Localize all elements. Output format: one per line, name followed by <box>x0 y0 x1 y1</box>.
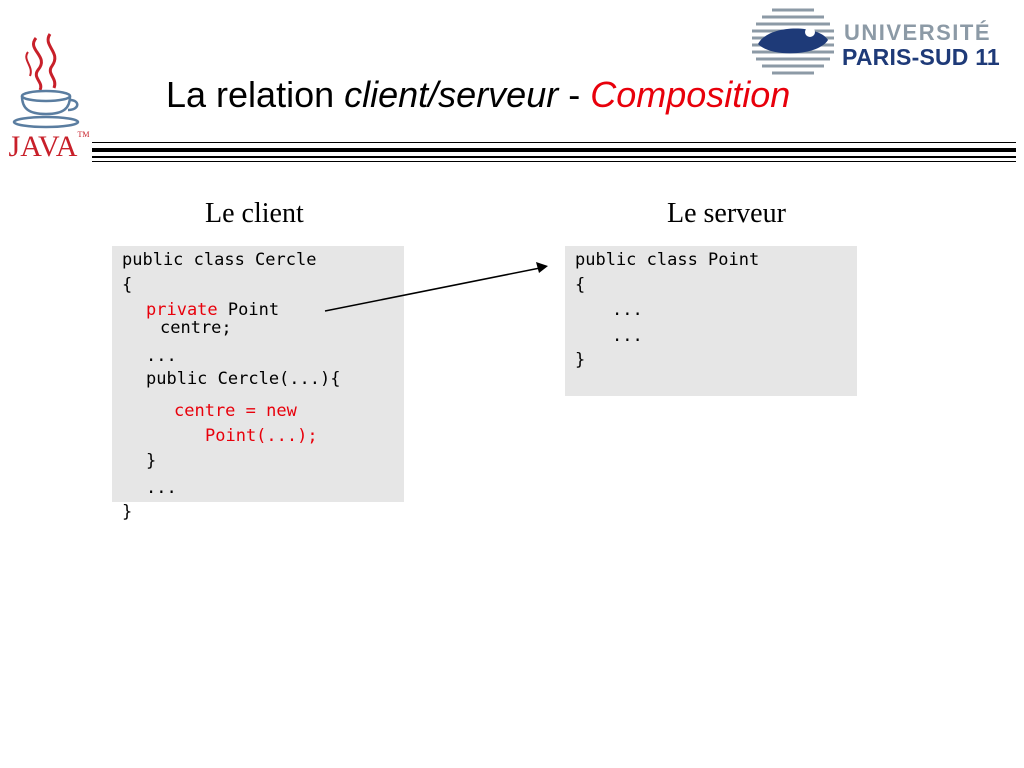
server-code-line-5: } <box>575 350 586 370</box>
server-heading: Le serveur <box>667 198 786 229</box>
client-code-line-3: private Point <box>146 298 279 322</box>
client-code-line-10: ... <box>146 478 177 498</box>
server-code-line-1: public class Point <box>575 250 760 270</box>
title-part-4: Composition <box>590 74 791 115</box>
client-code-line-1: public class Cercle <box>122 250 317 270</box>
page-title: La relation client/serveur - Composition <box>166 74 790 116</box>
divider-line <box>92 156 1016 158</box>
server-code-line-2: { <box>575 275 586 295</box>
divider-line <box>92 142 1016 143</box>
client-heading: Le client <box>205 198 304 229</box>
university-name-line2: PARIS-SUD 11 <box>842 44 1000 70</box>
title-part-3: - <box>558 74 591 115</box>
server-code-line-3: ... <box>612 300 643 320</box>
university-logo: UNIVERSITÉ PARIS-SUD 11 <box>748 0 1020 80</box>
java-cup-icon <box>12 33 80 129</box>
header-divider <box>92 142 1016 166</box>
client-code-line-5: ... <box>146 346 177 366</box>
client-code-line-9: } <box>146 451 157 471</box>
client-code-line-3-rest: Point <box>217 300 280 320</box>
java-trademark: TM <box>77 130 90 139</box>
client-code-line-11: } <box>122 502 133 522</box>
java-wordmark: JAVATM <box>6 130 92 164</box>
client-code-line-8: Point(...); <box>205 426 318 446</box>
title-part-1: La relation <box>166 74 345 115</box>
java-wordmark-text: JAVA <box>8 130 78 163</box>
client-code-line-6: public Cercle(...){ <box>146 369 341 389</box>
server-code-line-4: ... <box>612 326 643 346</box>
client-code-line-2: { <box>122 275 133 295</box>
title-part-2: client/serveur <box>344 74 559 115</box>
java-logo: JAVATM <box>6 30 92 178</box>
university-name-line1: UNIVERSITÉ <box>844 20 992 45</box>
server-code-box <box>565 246 857 396</box>
divider-line <box>92 148 1016 152</box>
university-emblem-icon <box>752 8 834 75</box>
client-code-line-7: centre = new <box>174 401 297 421</box>
client-code-line-4: centre; <box>160 318 232 338</box>
private-keyword: private <box>146 300 218 320</box>
divider-line <box>92 161 1016 162</box>
